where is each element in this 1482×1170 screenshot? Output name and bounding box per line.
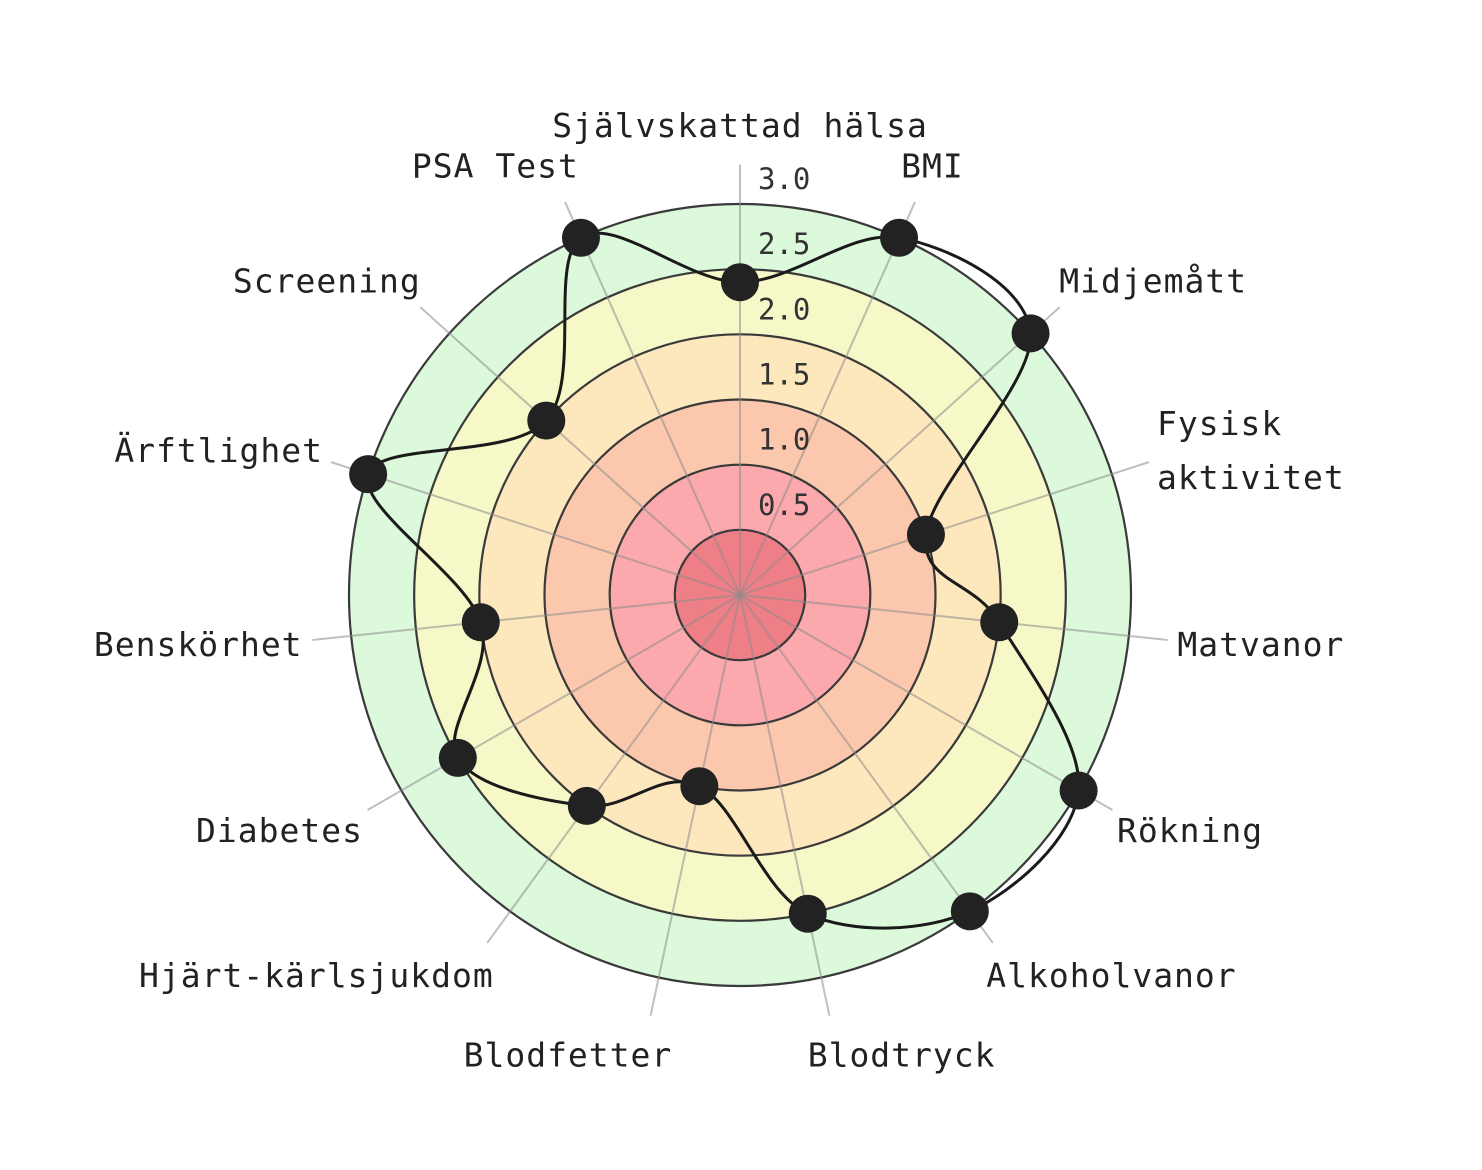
data-point-6[interactable] [950,892,989,931]
spoke [419,306,741,596]
radar-series [349,218,1098,933]
axis-label: Fysisk aktivitet [1157,404,1345,497]
data-point-8[interactable] [680,767,719,806]
axis-label-line: Screening [233,262,421,301]
axis-label-line: Blodtryck [808,1036,996,1075]
axis-label: Midjemått [1059,262,1247,301]
axis-label: Diabetes [196,811,363,850]
data-point-13[interactable] [527,401,566,440]
data-point-5[interactable] [1059,771,1098,810]
axis-label: Matvanor [1177,625,1344,664]
spoke [739,594,831,1016]
axis-label: Blodfetter [464,1036,673,1075]
axis-label: Rökning [1117,811,1263,850]
spoke [739,201,916,596]
axis-label: Blodtryck [808,1036,996,1075]
tick-label: 1.0 [758,423,810,457]
axis-label-line: Hjärt-kärlsjukdom [139,956,494,995]
axis-label-line: aktivitet [1157,458,1345,497]
data-point-11[interactable] [461,603,500,642]
spoke [739,594,1168,641]
axis-label: BMI [901,147,964,186]
spoke [739,594,1113,811]
spoke [330,461,741,596]
axis-label-line: Rökning [1117,811,1263,850]
data-point-4[interactable] [980,603,1019,642]
data-point-10[interactable] [438,738,477,777]
axis-label: Ärftlighet [114,431,323,470]
radar-spokes [312,164,1168,1016]
spoke [739,461,1150,596]
data-point-3[interactable] [906,515,945,554]
axis-label-line: Blodfetter [464,1036,673,1075]
tick-label: 2.0 [758,292,810,326]
axis-label-line: Alkoholvanor [986,956,1236,995]
data-point-14[interactable] [561,218,600,257]
data-point-2[interactable] [1011,314,1050,353]
tick-label: 0.5 [758,488,810,522]
axis-label: PSA Test [412,147,579,186]
axis-label: Benskörhet [94,625,303,664]
spoke [739,306,1061,596]
data-point-1[interactable] [880,218,919,257]
axis-label-line: BMI [901,147,964,186]
axis-label-line: Självskattad hälsa [552,106,928,145]
data-point-9[interactable] [567,786,606,825]
spoke [312,594,741,641]
tick-label: 2.5 [758,227,810,261]
axis-label: Hjärt-kärlsjukdom [139,956,494,995]
axis-label-line: Midjemått [1059,262,1247,301]
axis-label-line: Ärftlighet [114,431,323,470]
data-point-7[interactable] [788,894,827,933]
data-point-12[interactable] [349,455,388,494]
spoke [486,594,741,944]
tick-label: 3.0 [758,162,810,196]
tick-label: 1.5 [758,358,810,392]
radar-tick-labels: 0.5 1.0 1.5 2.0 2.5 3.0 [758,162,810,522]
spoke [367,594,741,811]
series-line [365,231,1081,930]
axis-label-line: Benskörhet [94,625,303,664]
spoke [739,594,994,944]
axis-label-line: Matvanor [1177,625,1344,664]
spoke [564,201,741,596]
data-point-0[interactable] [721,263,759,302]
axis-label-line: Fysisk [1157,404,1282,443]
spoke [649,594,741,1016]
axis-label-line: Diabetes [196,811,363,850]
axis-label: Alkoholvanor [986,956,1236,995]
axis-label: Självskattad hälsa [552,106,928,145]
axis-label: Screening [233,262,421,301]
axis-label-line: PSA Test [412,147,579,186]
